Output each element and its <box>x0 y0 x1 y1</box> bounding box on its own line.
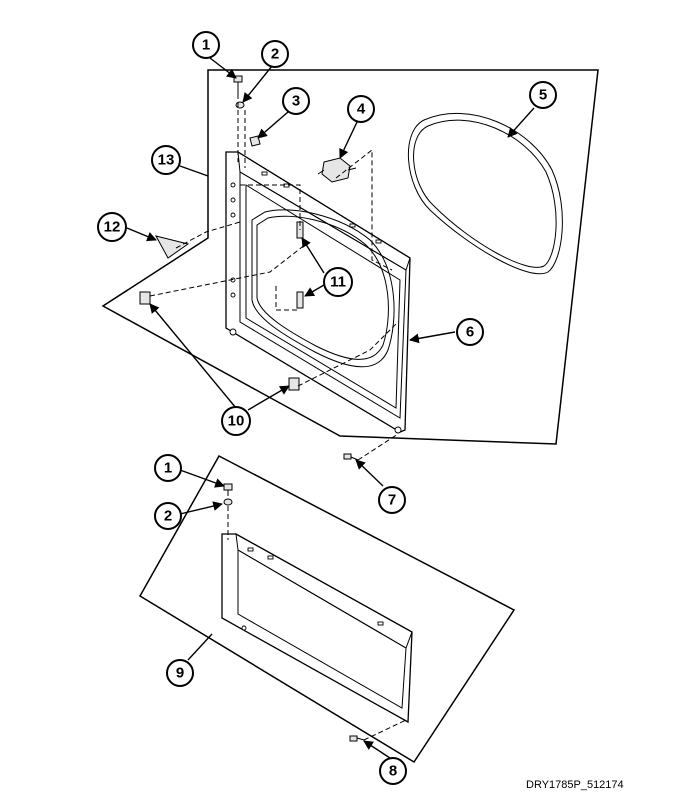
callout-1-upper: 1 <box>192 31 220 59</box>
assembly-dash-lines <box>149 94 407 741</box>
callout-3: 3 <box>282 87 310 115</box>
triangle-clip-part <box>155 235 190 259</box>
callout-9: 9 <box>166 659 194 687</box>
callout-2-upper-label: 2 <box>271 46 279 63</box>
callout-leaders <box>126 57 535 759</box>
callout-8-label: 8 <box>389 763 397 780</box>
door-switch-part <box>317 157 357 183</box>
upper-screw-and-washer <box>233 75 245 109</box>
front-panel-frame <box>225 151 411 434</box>
callout-11: 11 <box>323 267 353 297</box>
callout-6-label: 6 <box>466 324 474 341</box>
callout-4: 4 <box>347 95 375 123</box>
callout-1-lower-label: 1 <box>164 460 172 477</box>
lower-screw-part <box>343 453 359 461</box>
callout-12-label: 12 <box>104 219 121 236</box>
callout-8: 8 <box>379 757 407 785</box>
callout-5-label: 5 <box>539 87 547 104</box>
drawing-code: DRY1785P_512174 <box>526 779 624 791</box>
callout-2-lower-label: 2 <box>164 508 172 525</box>
door-gasket <box>407 112 563 275</box>
callout-7-label: 7 <box>388 492 396 509</box>
lower-kick-panel <box>221 533 413 724</box>
callout-10: 10 <box>221 406 251 436</box>
callout-1-upper-label: 1 <box>202 37 210 54</box>
callout-6: 6 <box>456 318 484 346</box>
lower-assembly-panel <box>138 454 516 764</box>
upper-assembly-panel <box>101 69 599 445</box>
callout-2-lower: 2 <box>154 502 182 530</box>
callout-3-label: 3 <box>292 93 300 110</box>
callout-2-upper: 2 <box>261 40 289 68</box>
callout-5: 5 <box>529 81 557 109</box>
callout-12: 12 <box>97 212 127 242</box>
callout-11-label: 11 <box>330 274 346 291</box>
callout-13-label: 13 <box>158 152 175 169</box>
hinge-clip-parts <box>139 291 300 391</box>
callout-10-label: 10 <box>228 413 245 430</box>
callout-4-label: 4 <box>357 101 366 118</box>
callout-1-lower: 1 <box>154 454 182 482</box>
callout-13: 13 <box>151 145 181 175</box>
callout-7: 7 <box>378 486 406 514</box>
callout-9-label: 9 <box>176 665 184 682</box>
